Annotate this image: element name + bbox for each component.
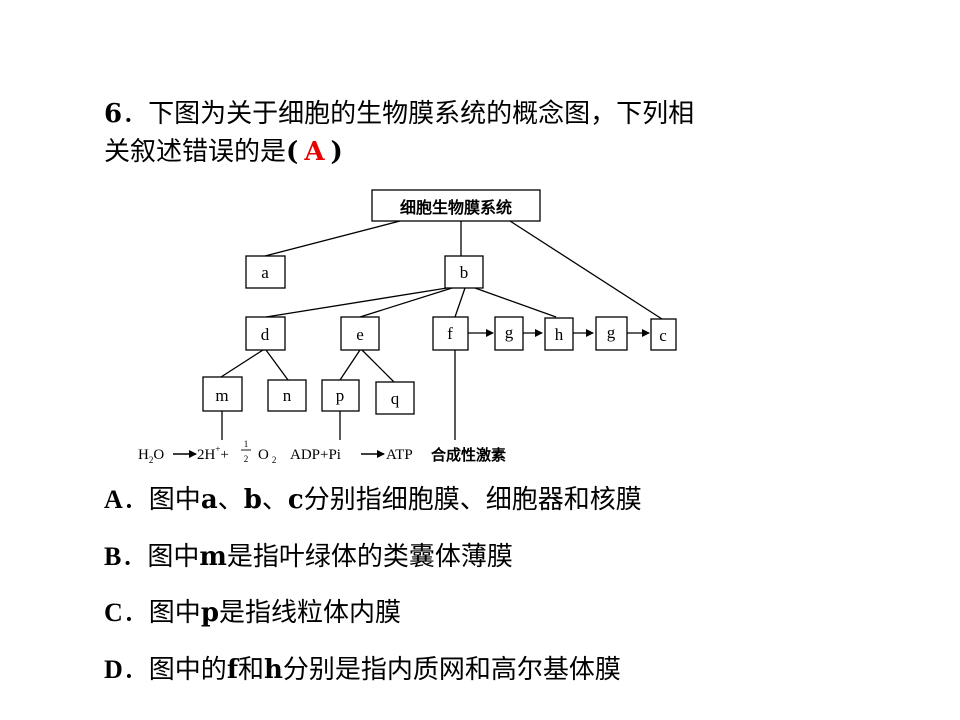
question-stem-text-2: 关叙述错误的是 [104, 137, 287, 167]
node-label-m: m [215, 386, 228, 405]
line-e-p [339, 349, 361, 381]
node-box-b [444, 255, 484, 289]
node-label-e: e [356, 325, 364, 344]
option-d-letter: D [104, 655, 123, 684]
option-a-part-2: 、 [217, 485, 244, 515]
option-d-part-3: h [264, 655, 283, 685]
answer-value: A [304, 137, 325, 167]
option-d-part-2: 和 [238, 655, 265, 685]
option-c-letter: C [104, 598, 123, 627]
question-stem-line-2: 关叙述错误的是(A) [104, 135, 343, 169]
node-box-n [267, 379, 307, 412]
node-box-c [650, 318, 677, 351]
option-a-part-4: 、 [261, 485, 288, 515]
option-a-part-1: a [200, 485, 218, 515]
option-c[interactable]: C．图中p是指线粒体内膜 [104, 596, 401, 630]
line-b-d [265, 287, 448, 318]
node-label-g2: g [607, 323, 616, 342]
option-d-sep: ． [122, 655, 149, 684]
option-d-part-1: f [226, 655, 238, 685]
reaction-hormone: 合成性激素 [430, 446, 506, 464]
node-box-g1 [494, 316, 524, 351]
option-a-part-3: b [243, 485, 262, 515]
node-box-m [202, 376, 243, 412]
node-label-h: h [555, 325, 564, 344]
option-b-sep: ． [121, 542, 148, 571]
option-c-part-1: p [200, 598, 219, 628]
reaction-atp: ATP [386, 447, 413, 463]
line-b-f [454, 287, 466, 318]
node-box-e [340, 316, 380, 351]
option-a-sep: ． [122, 485, 149, 514]
line-root-a [264, 220, 401, 257]
node-box-d [245, 316, 286, 351]
question-number: 6 [104, 99, 123, 129]
answer-open-paren: ( [286, 137, 299, 167]
root-box [371, 189, 541, 222]
fraction-denominator: 2 [244, 454, 249, 464]
node-label-f: f [447, 324, 453, 343]
option-d[interactable]: D．图中的f和h分别是指内质网和高尔基体膜 [104, 653, 621, 687]
option-d-part-0: 图中的 [148, 655, 227, 685]
option-b-part-1: m [199, 542, 227, 572]
option-c-part-2: 是指线粒体内膜 [219, 598, 402, 628]
option-b-letter: B [104, 542, 122, 571]
question-number-separator: ． [122, 99, 149, 129]
line-d-m [220, 349, 264, 378]
connector-lines [220, 220, 663, 440]
node-box-q [375, 381, 415, 415]
option-b[interactable]: B．图中m是指叶绿体的类囊体薄膜 [104, 540, 513, 574]
reaction-h-product: 2H++ [197, 444, 229, 463]
question-stem-text-1: 下图为关于细胞的生物膜系统的概念图，下列相 [148, 99, 695, 129]
option-b-part-0: 图中 [147, 542, 200, 572]
line-b-h [474, 287, 557, 318]
node-label-c: c [659, 326, 667, 345]
option-c-sep: ． [122, 598, 149, 627]
option-d-part-4: 分别是指内质网和高尔基体膜 [282, 655, 621, 685]
line-root-c [509, 220, 663, 320]
node-label-a: a [261, 263, 269, 282]
node-box-a [245, 255, 286, 289]
node-boxes [202, 189, 677, 415]
option-a[interactable]: A．图中a、b、c分别指细胞膜、细胞器和核膜 [104, 483, 642, 517]
node-label-g1: g [505, 323, 514, 342]
node-box-g2 [595, 316, 628, 351]
option-a-part-6: 分别指细胞膜、细胞器和核膜 [303, 485, 642, 515]
node-label-n: n [283, 386, 292, 405]
node-label-b: b [460, 263, 469, 282]
option-a-part-5: c [287, 485, 304, 515]
option-a-part-0: 图中 [148, 485, 201, 515]
line-e-q [361, 349, 395, 383]
reaction-adp: ADP+Pi [290, 447, 341, 463]
node-label-p: p [336, 386, 345, 405]
question-stem-line-1: 6．下图为关于细胞的生物膜系统的概念图，下列相 [104, 97, 694, 131]
answer-close-paren: ) [330, 137, 343, 167]
line-d-n [265, 349, 289, 381]
node-box-h [544, 317, 574, 351]
node-label-q: q [391, 389, 400, 408]
option-b-part-2: 是指叶绿体的类囊体薄膜 [226, 542, 513, 572]
line-b-e [359, 287, 453, 318]
reaction-h2o: H2O [138, 447, 164, 465]
node-label-d: d [261, 325, 270, 344]
node-box-f [432, 316, 469, 351]
option-c-part-0: 图中 [148, 598, 201, 628]
node-box-p [321, 379, 360, 412]
root-label: 细胞生物膜系统 [400, 198, 512, 217]
option-a-letter: A [104, 485, 123, 514]
fraction-numerator: 1 [244, 439, 249, 449]
